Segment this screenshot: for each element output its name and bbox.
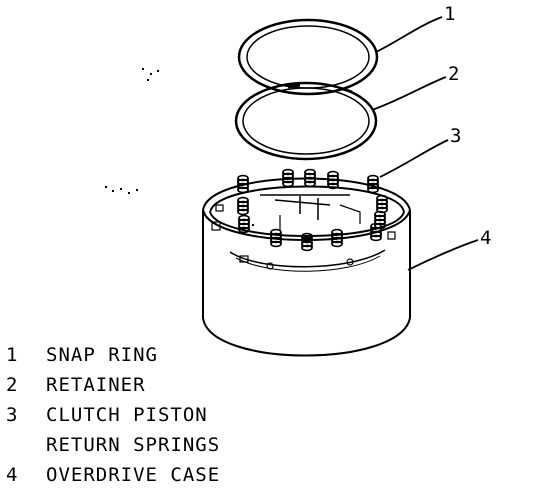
legend-row: 1 SNAP RING <box>6 340 220 370</box>
legend-number: 4 <box>6 464 18 486</box>
return-spring <box>331 228 343 248</box>
callout-2: 2 <box>448 63 460 85</box>
overdrive-case-drawing <box>202 177 411 357</box>
legend-label: RETURN SPRINGS <box>46 434 221 456</box>
legend-number: 2 <box>6 374 18 396</box>
legend-label: RETAINER <box>46 374 146 396</box>
speckle-marks <box>105 68 254 226</box>
return-spring <box>282 168 294 188</box>
legend-label: OVERDRIVE CASE <box>46 464 221 486</box>
return-spring <box>376 194 388 214</box>
return-spring <box>237 196 249 216</box>
return-spring <box>270 228 282 248</box>
return-spring <box>238 214 250 234</box>
return-spring <box>370 222 382 242</box>
legend-row: 3 CLUTCH PISTON <box>6 400 220 430</box>
legend-row: 4 OVERDRIVE CASE <box>6 460 220 490</box>
legend-number: 1 <box>6 344 18 366</box>
return-spring <box>304 168 316 188</box>
return-spring <box>237 174 249 194</box>
legend-number: 3 <box>6 404 18 426</box>
parts-legend: 1 SNAP RING 2 RETAINER 3 CLUTCH PISTON R… <box>6 340 220 490</box>
leader-lines <box>371 16 479 271</box>
callout-1: 1 <box>444 3 456 25</box>
return-spring <box>301 232 313 252</box>
return-spring <box>327 170 339 190</box>
callout-3: 3 <box>450 125 462 147</box>
legend-row: 2 RETAINER <box>6 370 220 400</box>
legend-row: RETURN SPRINGS <box>6 430 220 460</box>
return-spring <box>367 174 379 194</box>
callout-4: 4 <box>480 227 492 249</box>
return-springs-drawing <box>237 168 388 252</box>
legend-label: CLUTCH PISTON <box>46 404 208 426</box>
retainer-drawing <box>234 81 378 161</box>
legend-label: SNAP RING <box>46 344 158 366</box>
